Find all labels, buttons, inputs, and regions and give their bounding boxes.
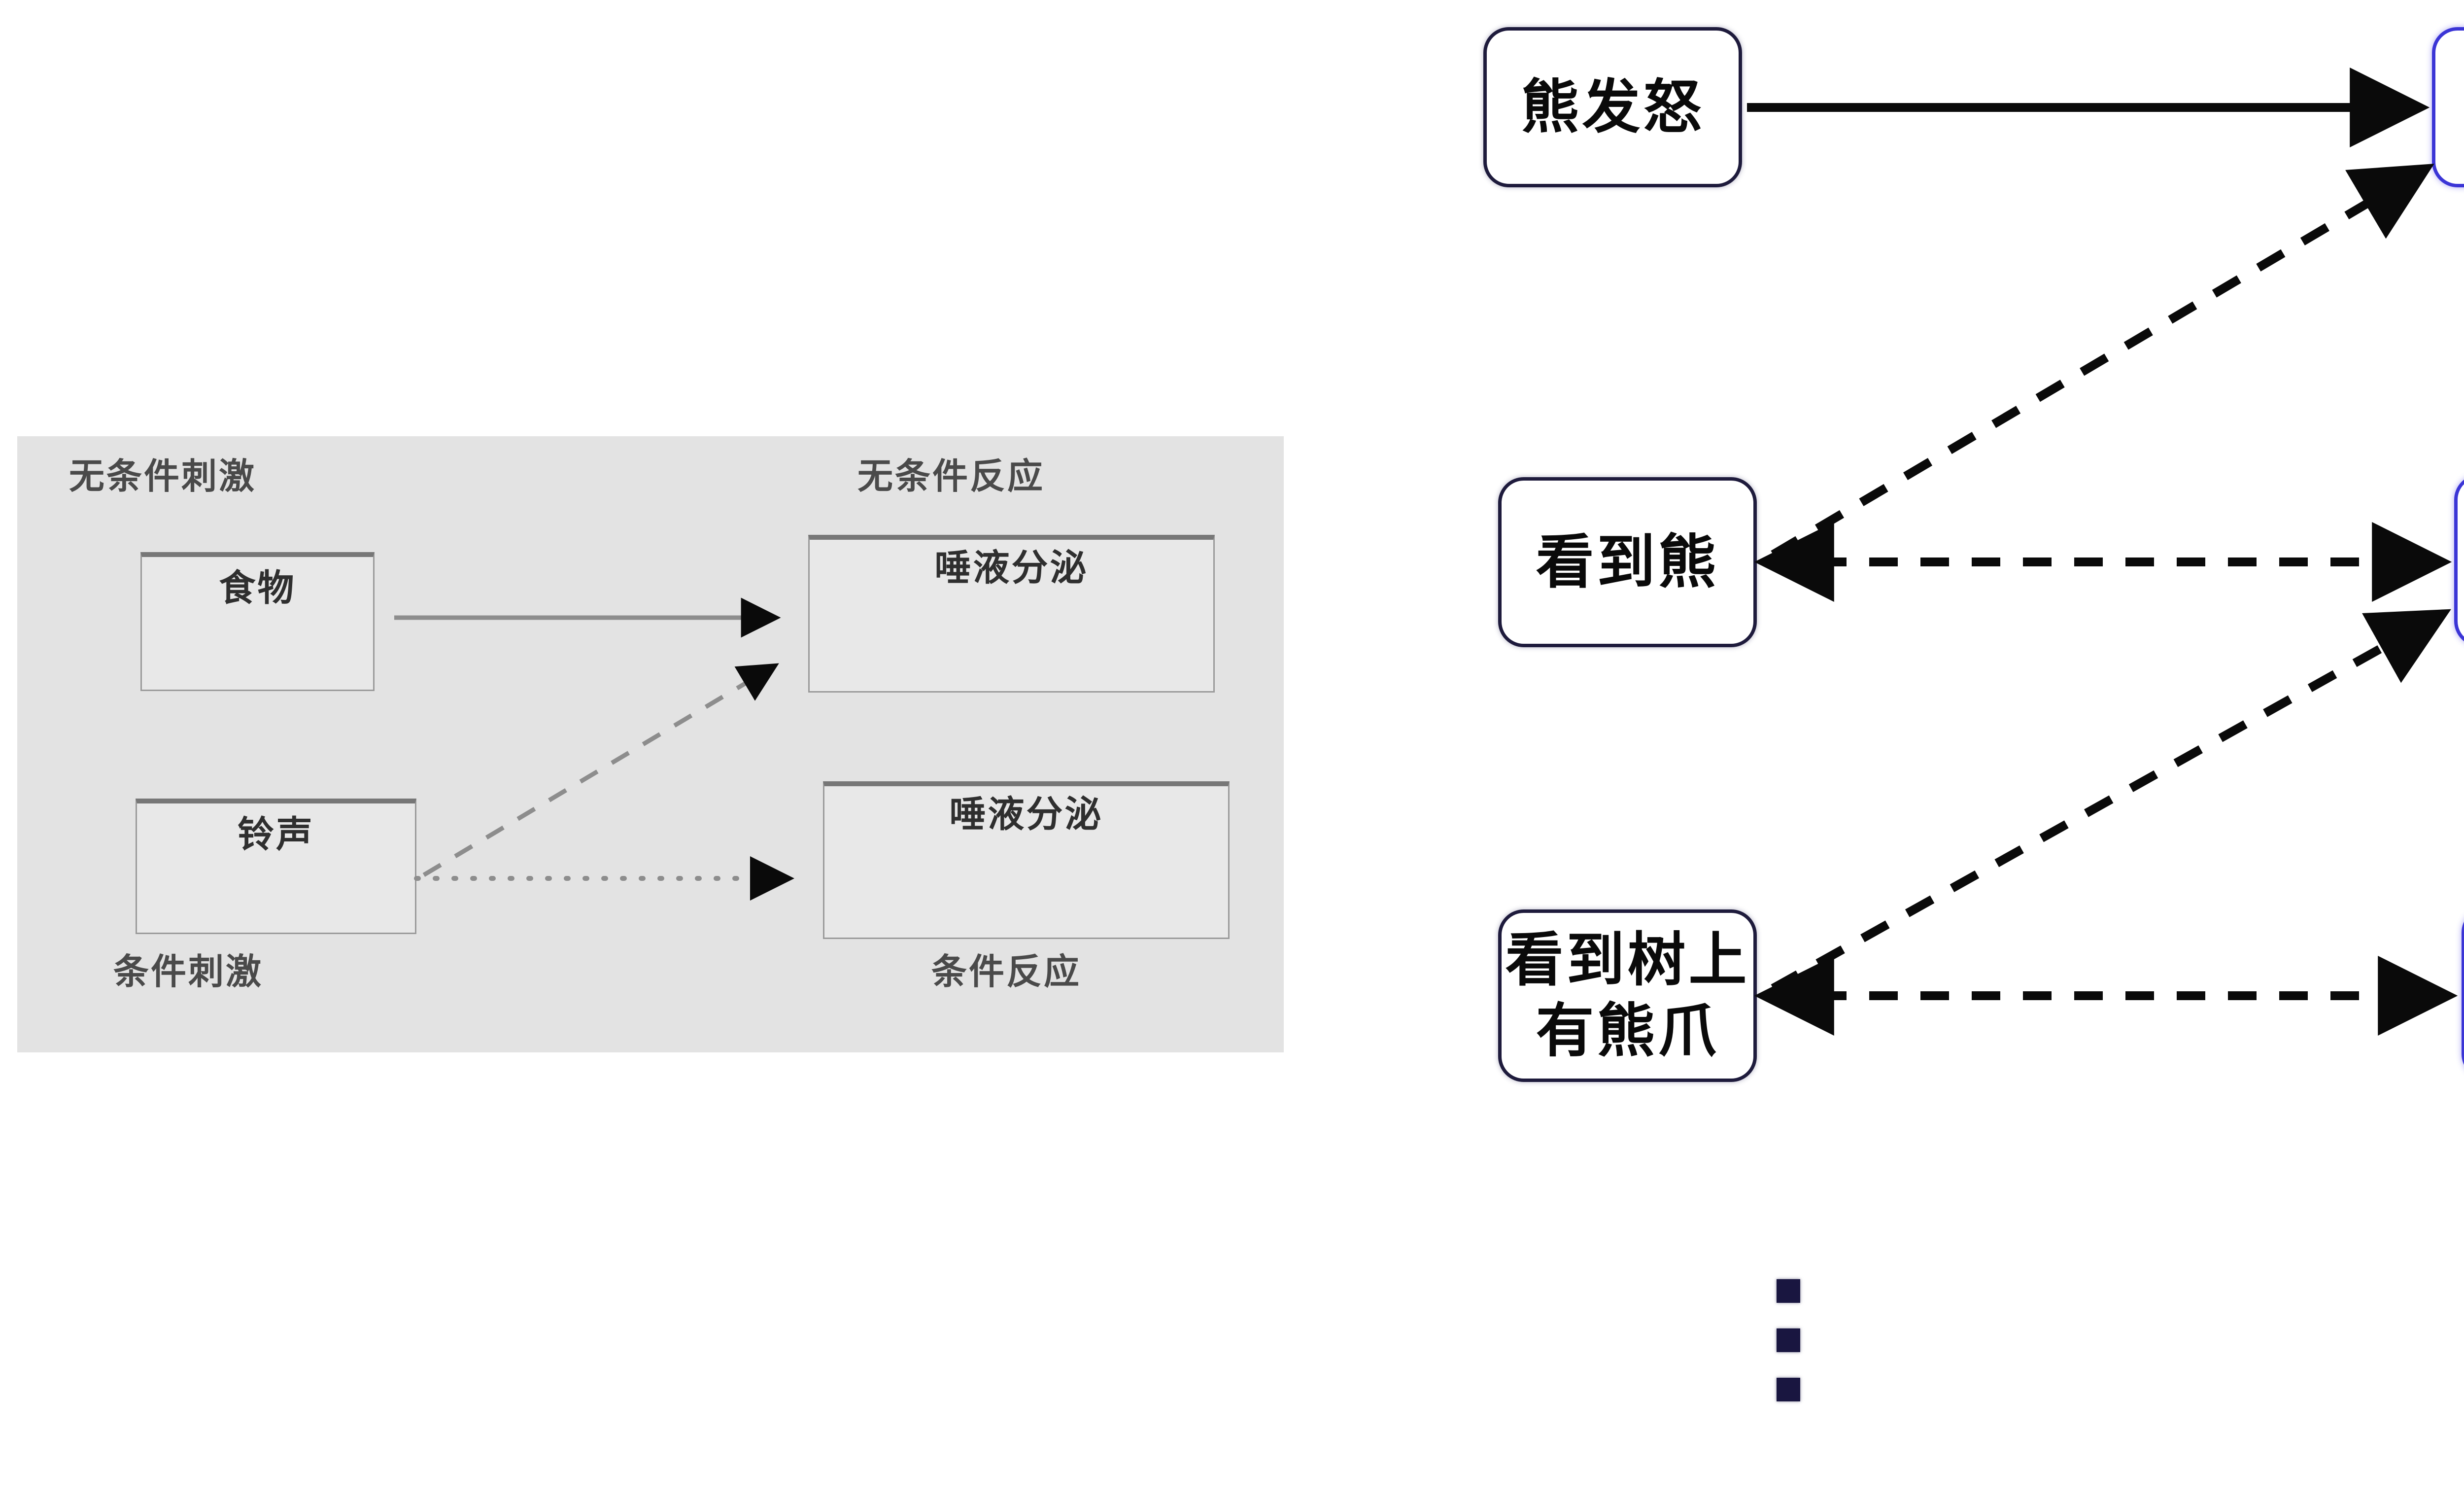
right-diagram-connectors bbox=[1747, 68, 2458, 1036]
box-see-claw-label: 看到树上 有熊爪 bbox=[1505, 926, 1750, 1065]
box-see-bear: 看到熊 bbox=[1498, 477, 1757, 647]
classical-conditioning-panel: 无条件刺激 无条件反应 条件刺激 条件反应 食物 唾液分泌 铃声 唾液分泌 bbox=[17, 436, 1284, 1052]
label-unconditioned-stimulus: 无条件刺激 bbox=[69, 455, 257, 497]
label-conditioned-response: 条件反应 bbox=[931, 951, 1082, 992]
label-conditioned-stimulus: 条件刺激 bbox=[113, 951, 264, 992]
box-food-label: 食物 bbox=[219, 567, 296, 609]
box-bear-angry-label: 熊发怒 bbox=[1521, 72, 1705, 141]
box-bell: 铃声 bbox=[136, 799, 416, 934]
box-bell-label: 铃声 bbox=[238, 813, 314, 856]
box-salivation-unconditioned-label: 唾液分泌 bbox=[934, 547, 1089, 589]
ellipsis-dot bbox=[1777, 1378, 1800, 1401]
box-reward: 奖励 bbox=[2432, 27, 2464, 187]
arrow-see-claw-to-v-s-prime bbox=[1771, 609, 2451, 992]
ellipsis-dot bbox=[1777, 1279, 1800, 1303]
box-v-s: V(s) bbox=[2462, 907, 2464, 1080]
box-salivation-unconditioned: 唾液分泌 bbox=[808, 535, 1215, 693]
box-v-s-prime: V(s′) bbox=[2454, 474, 2464, 647]
ellipsis-states bbox=[1777, 1279, 1800, 1427]
box-see-bear-label: 看到熊 bbox=[1536, 527, 1719, 596]
label-unconditioned-response: 无条件反应 bbox=[857, 455, 1045, 497]
arrow-see-bear-to-reward bbox=[1771, 164, 2434, 558]
box-bear-angry: 熊发怒 bbox=[1483, 27, 1742, 187]
box-salivation-conditioned-label: 唾液分泌 bbox=[949, 793, 1103, 836]
box-see-claw: 看到树上 有熊爪 bbox=[1498, 909, 1757, 1082]
box-salivation-conditioned: 唾液分泌 bbox=[823, 781, 1230, 939]
ellipsis-dot bbox=[1777, 1328, 1800, 1352]
box-food: 食物 bbox=[140, 552, 375, 691]
